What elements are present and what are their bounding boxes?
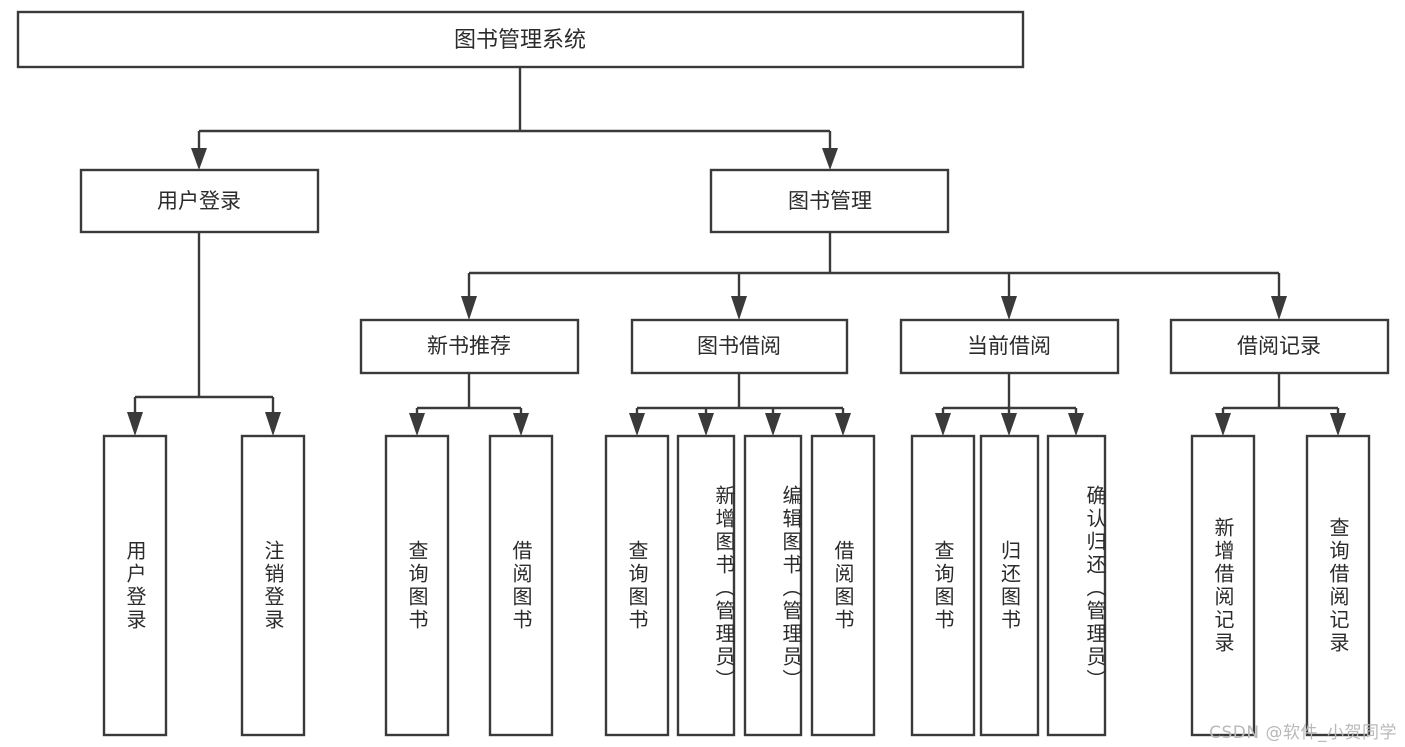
node-user-login-label: 用户登录 — [157, 189, 241, 213]
node-leaf-borrow-book-1-box[interactable] — [488, 434, 554, 737]
node-leaf-add-record-box[interactable] — [1190, 434, 1256, 737]
node-leaf-logout-login-box[interactable] — [240, 434, 306, 737]
node-new-book-recommend-label: 新书推荐 — [427, 334, 511, 358]
node-book-manage-box[interactable] — [709, 168, 950, 234]
arrow-bb-leaf2 — [698, 413, 714, 436]
node-leaf-return-book-box[interactable] — [979, 434, 1040, 737]
arrow-br-leaf1 — [1215, 413, 1231, 436]
arrow-nbr-leaf1 — [409, 413, 425, 436]
node-user-login-box[interactable] — [79, 168, 320, 234]
node-book-manage-label: 图书管理 — [788, 189, 872, 213]
arrow-root-to-book-manage — [822, 148, 838, 170]
arrow-l3-4 — [1271, 296, 1287, 320]
arrow-ul-leaf1 — [127, 412, 143, 436]
node-borrow-record-box[interactable] — [1169, 318, 1390, 375]
arrow-bb-leaf3 — [765, 413, 781, 436]
arrow-br-leaf2 — [1330, 413, 1346, 436]
arrow-l3-3 — [1001, 296, 1017, 320]
node-leaf-user-login-box[interactable] — [102, 434, 168, 737]
arrow-bb-leaf4 — [835, 413, 851, 436]
node-borrow-record-label: 借阅记录 — [1237, 334, 1321, 358]
csdn-watermark: CSDN @软件_小贺同学 — [1209, 723, 1397, 743]
node-leaf-query-book-1-box[interactable] — [384, 434, 450, 737]
node-root-label: 图书管理系统 — [454, 28, 586, 53]
arrow-ul-leaf2 — [265, 412, 281, 436]
nodes: 图书管理系统 用户登录 图书管理 新书推荐 图书借阅 当前借阅 借阅记录 — [16, 10, 1390, 737]
node-new-book-recommend-box[interactable] — [359, 318, 580, 375]
node-leaf-edit-book-box[interactable] — [743, 434, 803, 737]
node-leaf-query-book-2-box[interactable] — [604, 434, 670, 737]
arrow-l3-1 — [461, 296, 477, 320]
node-book-borrow-box[interactable] — [630, 318, 849, 375]
arrow-cb-leaf3 — [1068, 413, 1084, 436]
node-leaf-add-book-box[interactable] — [676, 434, 736, 737]
node-current-borrow-label: 当前借阅 — [967, 334, 1051, 358]
node-book-borrow-label: 图书借阅 — [697, 334, 781, 358]
node-leaf-borrow-book-2-box[interactable] — [810, 434, 876, 737]
node-leaf-query-book-3-box[interactable] — [910, 434, 976, 737]
arrow-cb-leaf2 — [1001, 413, 1017, 436]
connectors — [127, 67, 1346, 436]
arrow-nbr-leaf2 — [513, 413, 529, 436]
arrow-l3-2 — [731, 296, 747, 320]
arrow-bb-leaf1 — [629, 413, 645, 436]
node-leaf-confirm-return-box[interactable] — [1046, 434, 1107, 737]
arrow-cb-leaf1 — [935, 413, 951, 436]
node-leaf-query-record-box[interactable] — [1305, 434, 1371, 737]
node-current-borrow-box[interactable] — [899, 318, 1120, 375]
node-root-box[interactable] — [16, 10, 1025, 69]
arrow-root-to-user-login — [191, 148, 207, 170]
